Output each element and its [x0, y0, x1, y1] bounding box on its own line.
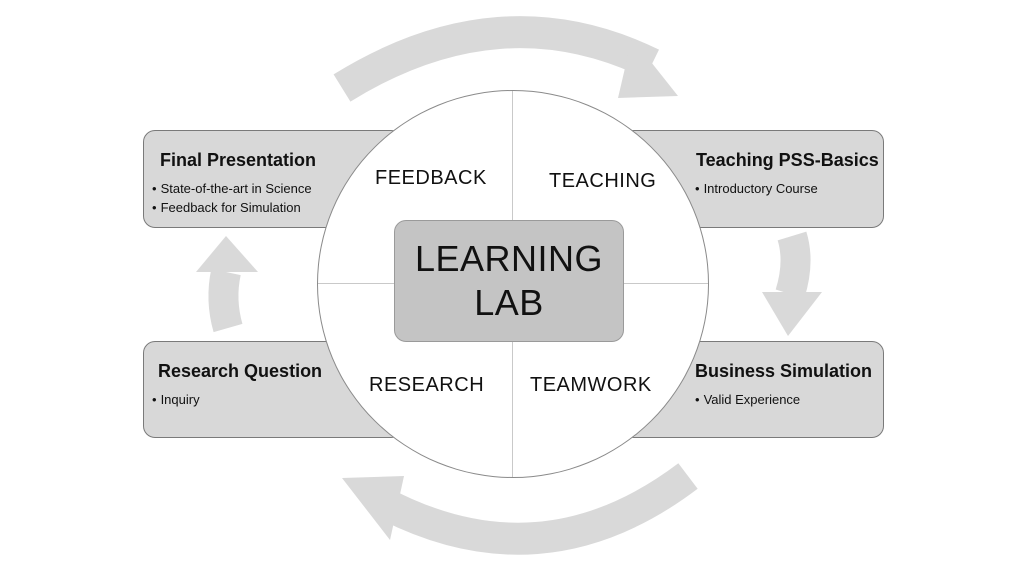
final-presentation-title: Final Presentation: [160, 150, 317, 170]
business-simulation-bullets: Valid Experience: [695, 390, 801, 409]
bullet-item: Inquiry: [152, 390, 200, 409]
arrow-down-right-icon: [762, 231, 822, 336]
curved-arrow-top-icon: [333, 16, 678, 102]
quadrant-teamwork: TEAMWORK: [530, 374, 652, 396]
business-simulation-title: Business Simulation: [695, 361, 873, 381]
learning-lab-center: LEARNING LAB: [394, 220, 624, 342]
center-title-line2: LAB: [474, 282, 544, 323]
quadrant-research: RESEARCH: [369, 374, 485, 396]
center-title-line1: LEARNING: [414, 238, 604, 279]
research-question-title: Research Question: [158, 361, 323, 381]
bullet-item: Introductory Course: [695, 179, 818, 198]
arrow-up-left-icon: [196, 236, 258, 333]
quadrant-feedback: FEEDBACK: [375, 167, 487, 189]
bullet-item: Feedback for Simulation: [152, 198, 312, 217]
curved-arrow-bottom-icon: [342, 463, 698, 555]
bullet-item: Valid Experience: [695, 390, 801, 409]
research-question-bullets: Inquiry: [152, 390, 200, 409]
bullet-item: State-of-the-art in Science: [152, 179, 312, 198]
quadrant-teaching: TEACHING: [549, 170, 657, 192]
final-presentation-bullets: State-of-the-art in Science Feedback for…: [152, 179, 312, 217]
teaching-pss-title: Teaching PSS-Basics: [696, 150, 879, 170]
teaching-pss-bullets: Introductory Course: [695, 179, 818, 198]
